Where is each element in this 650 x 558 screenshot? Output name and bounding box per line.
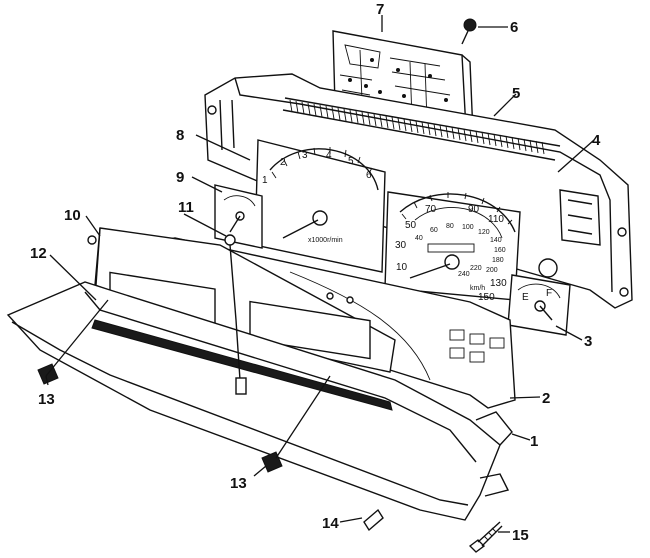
speedo-inner-60: 60	[430, 227, 438, 234]
speedo-inner-180: 180	[492, 257, 504, 264]
front-bezel	[6, 281, 513, 521]
speedo-inner-160: 160	[494, 247, 506, 254]
callout-12: 12	[30, 245, 47, 262]
callout-14: 14	[322, 515, 339, 532]
tach-unit: x1000r/min	[308, 237, 343, 244]
tach-tick-3: 3	[302, 150, 308, 161]
housing-fins	[289, 99, 545, 155]
speedo-outer-130: 130	[490, 278, 507, 289]
callout-9: 9	[176, 169, 184, 186]
fuel-mark-full: F	[546, 288, 552, 299]
speedo-outer-70: 70	[425, 204, 437, 215]
speedo-outer-30: 30	[395, 240, 407, 251]
speedo-inner-200: 200	[486, 267, 498, 274]
speedo-unit: km/h	[470, 285, 485, 292]
callout-7: 7	[376, 1, 384, 18]
callout-labels: 1 2 3 4 5 6 7 8 9 10 11 12 13 13 14 15	[30, 1, 601, 544]
callout-5: 5	[512, 85, 520, 102]
pin-14	[363, 508, 384, 532]
temperature-gauge	[214, 184, 263, 249]
leader-lines	[45, 15, 595, 533]
speedo-outer-150: 150	[478, 292, 495, 303]
speedo-outer-90: 90	[468, 204, 480, 215]
screw-6	[461, 18, 477, 45]
tach-tick-4: 4	[326, 150, 332, 161]
speedo-inner-140: 140	[490, 237, 502, 244]
speedo-outer-110: 110	[488, 214, 504, 225]
callout-13-left: 13	[38, 391, 55, 408]
callout-4: 4	[592, 132, 601, 149]
callout-2: 2	[542, 390, 550, 407]
speedo-inner-40: 40	[415, 235, 423, 242]
speedometer-dial: 50 70 90 110 30 10 130 150 40 60 80 100 …	[384, 191, 521, 303]
speedo-inner-220: 220	[470, 265, 482, 272]
fuel-mark-empty: E	[522, 292, 529, 303]
speedo-outer-50: 50	[405, 220, 417, 231]
callout-15: 15	[512, 527, 529, 544]
speedo-inner-120: 120	[478, 229, 490, 236]
callout-10: 10	[64, 207, 81, 224]
callout-6: 6	[510, 19, 518, 36]
tach-tick-5: 5	[348, 156, 354, 167]
callout-11: 11	[178, 199, 194, 216]
speedo-inner-100: 100	[462, 224, 474, 231]
callout-8: 8	[176, 127, 184, 144]
tach-tick-1: 1	[262, 175, 268, 186]
callout-3: 3	[584, 333, 592, 350]
callout-1: 1	[530, 433, 538, 450]
speedo-inner-80: 80	[446, 223, 454, 230]
tach-tick-2: 2	[280, 157, 286, 168]
screw-15	[468, 521, 503, 553]
screw-11	[224, 234, 247, 395]
speedo-outer-10: 10	[396, 262, 408, 273]
fuel-gauge: F E	[507, 258, 571, 336]
callout-13-lower: 13	[230, 475, 247, 492]
tach-tick-6: 6	[366, 170, 372, 181]
speedo-inner-240: 240	[458, 271, 470, 278]
